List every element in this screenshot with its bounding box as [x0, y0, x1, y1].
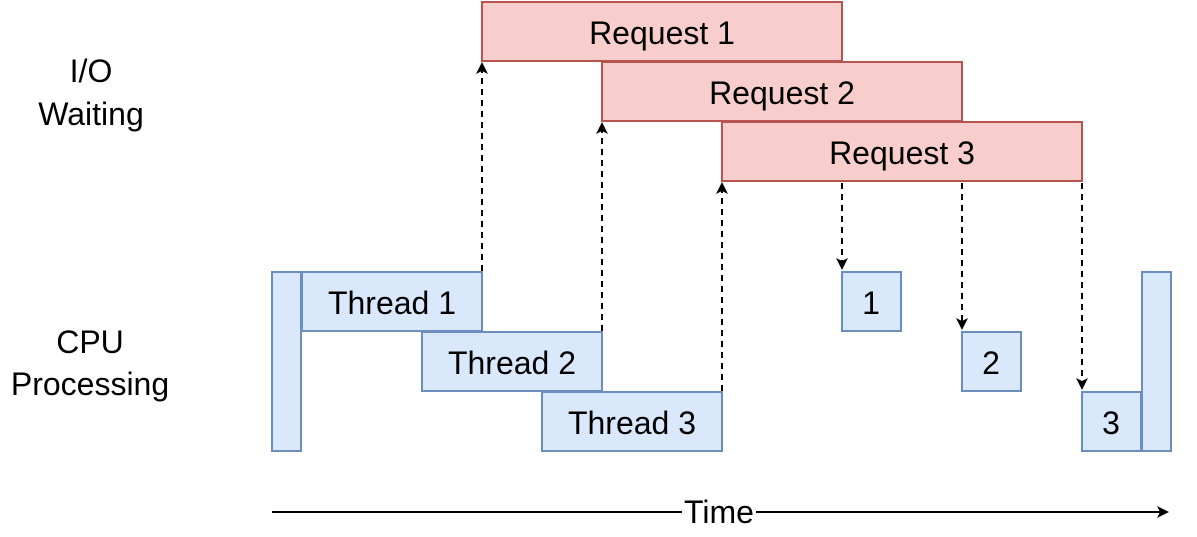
- request-3-label: Request 3: [829, 135, 975, 171]
- cpu-processing-label-line2: Processing: [11, 366, 169, 402]
- thread-2-box: [421, 331, 603, 392]
- cpu-processing-label-line1: CPU: [56, 324, 124, 360]
- callback-2-label: 2: [982, 345, 1000, 381]
- request-1-label: Request 1: [589, 15, 735, 51]
- callback-3-box: [1081, 391, 1142, 452]
- callback-3-label: 3: [1102, 405, 1120, 441]
- request-3-box: [721, 121, 1083, 182]
- callback-1-box: [841, 271, 902, 332]
- request-2-label: Request 2: [709, 75, 855, 111]
- callback-2-box: [961, 331, 1022, 392]
- cpu-end-bar: [1141, 271, 1172, 452]
- thread-3-label: Thread 3: [568, 405, 696, 441]
- io-waiting-label-line1: I/O: [70, 53, 113, 89]
- thread-1-box: [301, 271, 483, 332]
- callback-1-label: 1: [862, 285, 880, 321]
- thread-3-box: [541, 391, 723, 452]
- thread-1-label: Thread 1: [328, 285, 456, 321]
- io-waiting-label-line2: Waiting: [38, 96, 144, 132]
- thread-2-label: Thread 2: [448, 345, 576, 381]
- request-2-box: [601, 61, 963, 122]
- request-1-box: [481, 1, 843, 62]
- cpu-start-bar: [271, 271, 302, 452]
- time-axis-label: Time: [684, 494, 754, 530]
